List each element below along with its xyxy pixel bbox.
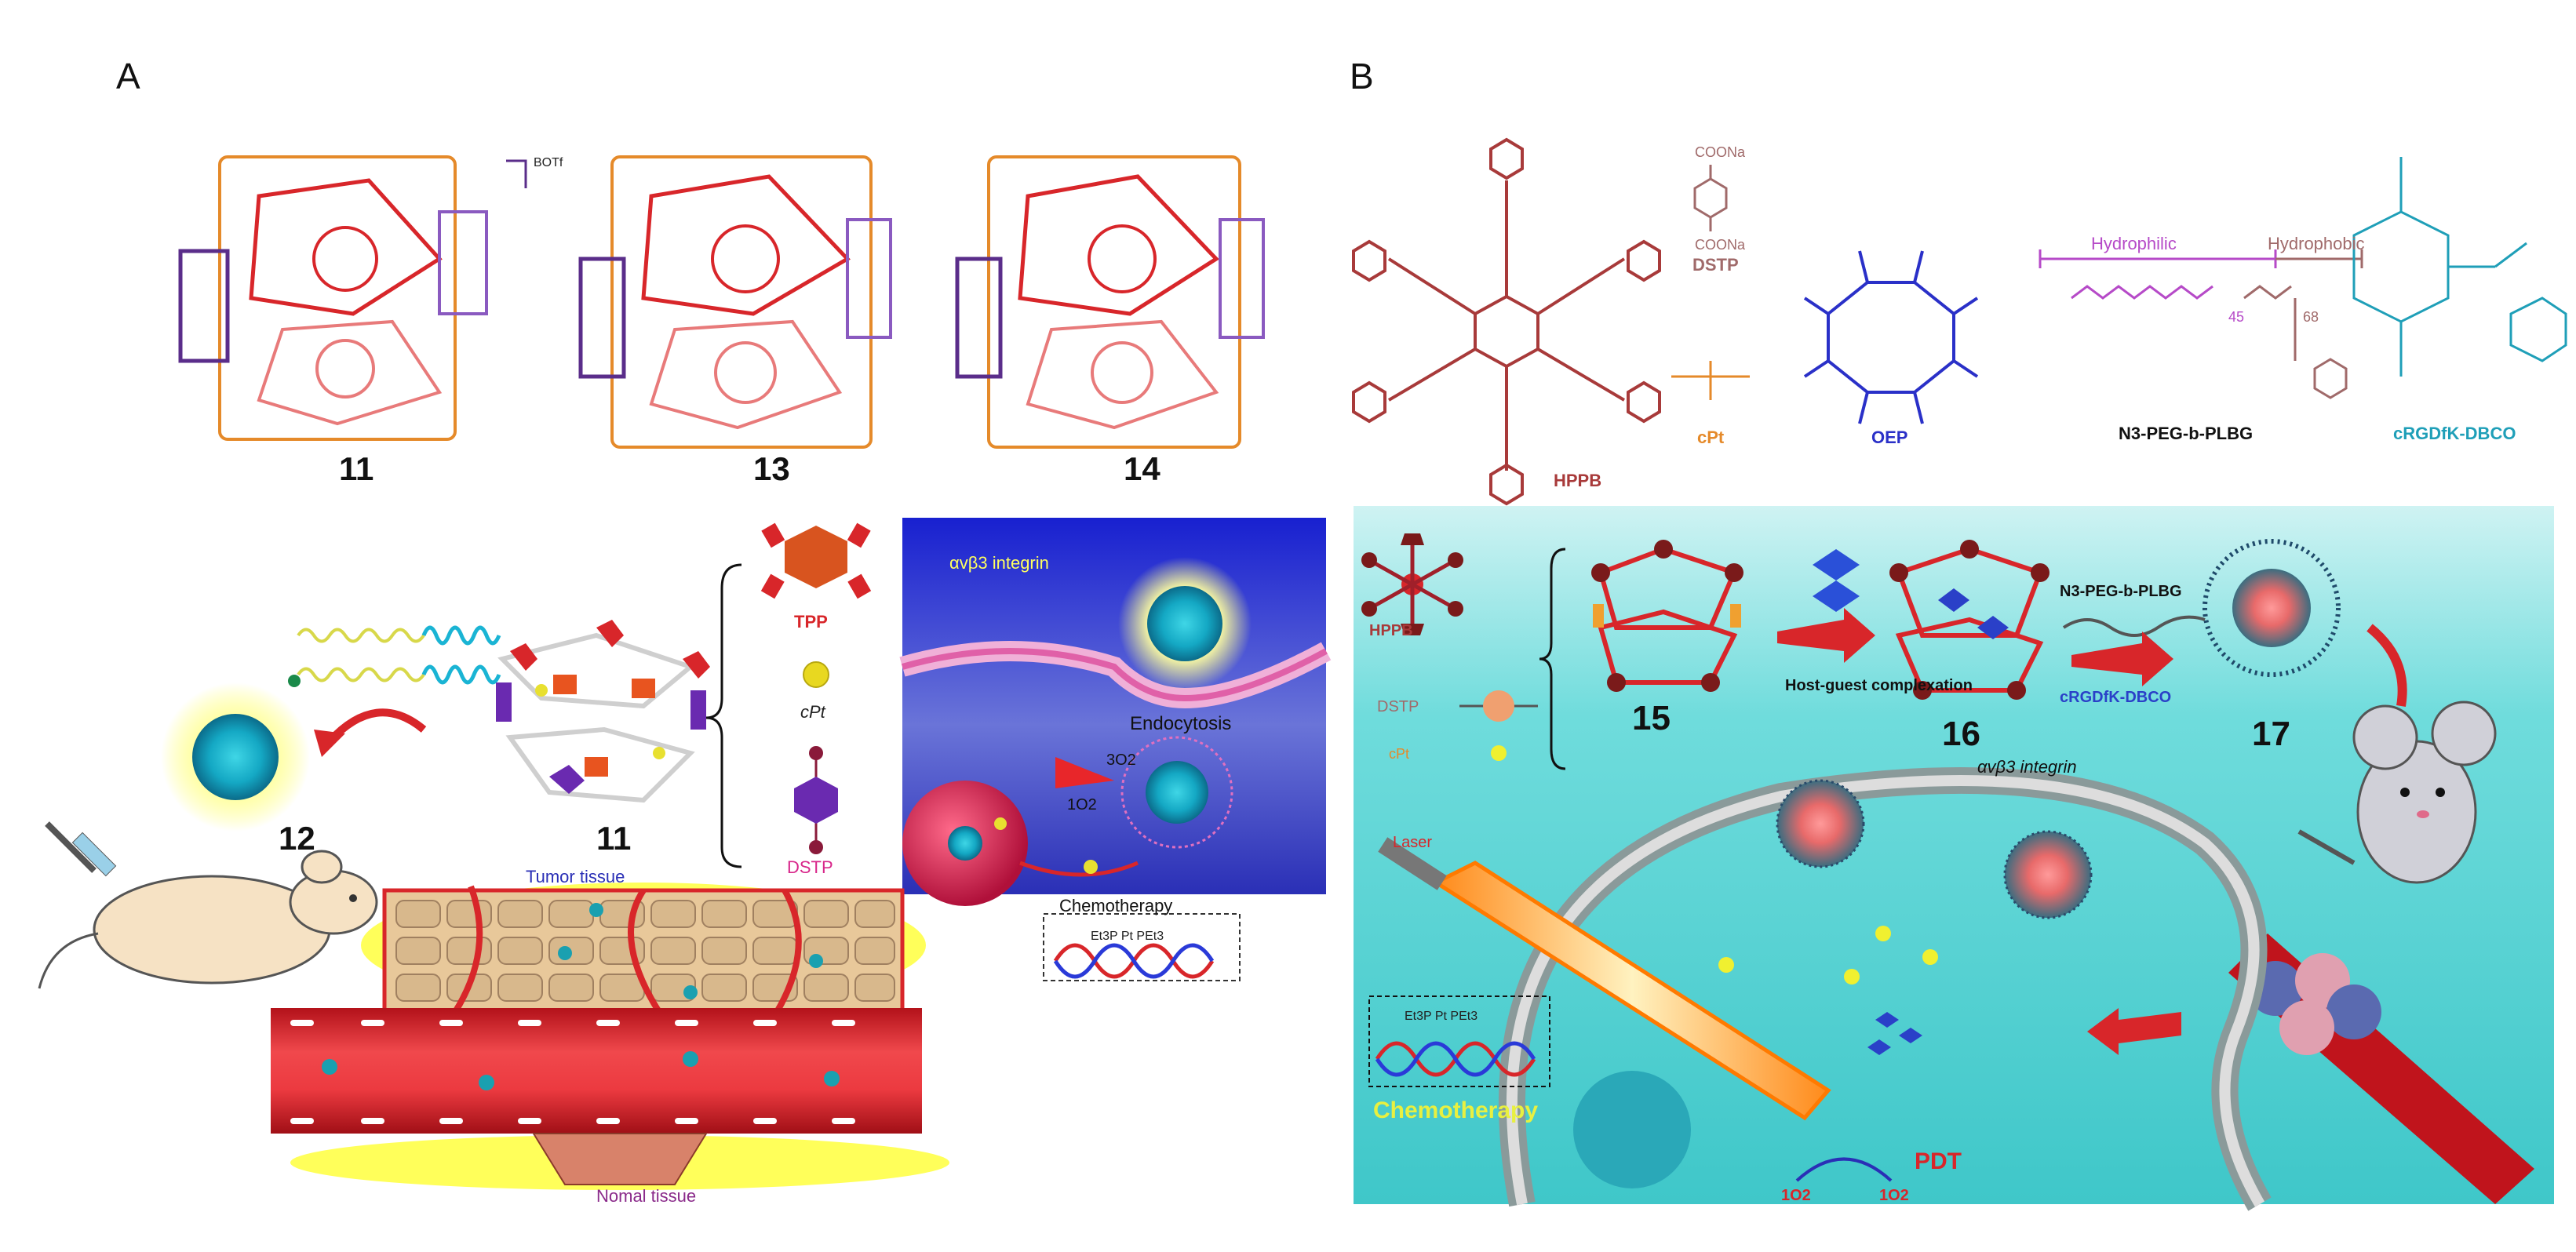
singlet-oxygen-dots (1718, 926, 1938, 1055)
panel-label-a: A (116, 56, 140, 96)
cage-15 (1591, 540, 1743, 692)
o2-triplet-label: 3O2 (1106, 752, 1136, 769)
chemotherapy-label-a: Chemotherapy (1059, 896, 1172, 915)
cpt-icon (803, 661, 829, 688)
dstp-label-a: DSTP (787, 857, 833, 877)
hppb-label: HPPB (1554, 471, 1601, 490)
nanoparticle-17 (2203, 539, 2341, 677)
singlet-o2-left: 1O2 (1781, 1187, 1811, 1204)
crgd-label: cRGDfK-DBCO (2393, 424, 2516, 443)
normal-tissue (290, 1133, 949, 1190)
legend-brace-a (705, 563, 742, 868)
compound-11-label: 11 (339, 450, 373, 487)
arrow-17-mouse (2366, 624, 2407, 707)
crgd-label-2: cRGDfK-DBCO (2060, 689, 2171, 706)
o2-singlet-label: 1O2 (1067, 796, 1097, 813)
compound-15-label: 15 (1632, 699, 1671, 737)
cpt-label-b: cPt (1697, 428, 1725, 447)
oep-guest-icon (1813, 549, 1860, 612)
nanoparticle-12 (161, 682, 310, 832)
tumor-tissue-label: Tumor tissue (526, 867, 625, 886)
cage-11-structure (178, 155, 527, 441)
cage-13-structure (578, 155, 892, 449)
tumor-tissue (361, 883, 926, 1014)
cpt-structure (1671, 361, 1750, 400)
laser-beam (1378, 837, 1831, 1121)
peg-plbg-structure (2039, 249, 2363, 399)
dstp-icon (794, 746, 838, 854)
coona-top-label: COONa (1695, 144, 1746, 160)
endocytosis-label: Endocytosis (1130, 713, 1231, 734)
pt-formula-a: Et3P Pt PEt3 (1091, 930, 1164, 943)
hppb-structure (1352, 137, 1661, 506)
pdt-arc (1795, 1157, 1893, 1182)
cage-14-structure (955, 155, 1265, 449)
arrow-head-12 (314, 730, 345, 757)
mouse-illustration-b (2297, 701, 2497, 884)
dna-chemo-box-b (1368, 995, 1550, 1087)
bott-label: BOTf (534, 156, 563, 169)
arrow-16-17 (2071, 631, 2173, 686)
legend-hppb-label: HPPB (1369, 622, 1413, 639)
coona-bottom-label: COONa (1695, 237, 1746, 253)
tpp-icon (760, 522, 872, 599)
pt-formula-b: Et3P Pt PEt3 (1405, 1010, 1477, 1023)
cage-16 (1889, 540, 2050, 700)
compound-17-label: 17 (2252, 715, 2290, 753)
host-guest-label: Host-guest complexation (1785, 677, 1973, 694)
legend-dstp-label: DSTP (1377, 698, 1419, 715)
arrow-15-16 (1777, 608, 1875, 663)
peg-subscript: 45 (2228, 309, 2244, 325)
hydrophobic-label: Hydrophobic (2268, 234, 2365, 253)
panel-label-b: B (1350, 56, 1374, 96)
legend-b-icons (1361, 533, 1566, 770)
pdt-label: PDT (1915, 1148, 1962, 1174)
crgd-structure (2352, 157, 2567, 377)
cage-11-cartoon (496, 620, 710, 803)
mouse-illustration-a (38, 821, 378, 989)
hydrophilic-label: Hydrophilic (2091, 234, 2177, 253)
cpt-label-a: cPt (800, 702, 826, 722)
peg-chain-icon (2062, 615, 2206, 637)
chemotherapy-label-b: Chemotherapy (1373, 1097, 1538, 1123)
polymer-chains (288, 625, 501, 687)
tpp-label: TPP (794, 612, 828, 631)
laser-label: Laser (1393, 834, 1432, 851)
compound-16-label: 16 (1942, 715, 1980, 753)
compound-12-label: 12 (279, 820, 315, 857)
endocytosis-panel (899, 518, 1332, 906)
integrin-label-a: αvβ3 integrin (949, 553, 1049, 573)
normal-tissue-label: Nomal tissue (596, 1186, 696, 1206)
dstp-structure (1693, 165, 1728, 231)
legend-cpt-label: cPt (1389, 746, 1409, 762)
compound-13-label: 13 (753, 450, 790, 487)
oep-label: OEP (1871, 428, 1907, 447)
compound-11b-label: 11 (596, 820, 631, 857)
panel-b-labels: HPPB COONa COONa DSTP cPt OEP Hydrophili… (1369, 144, 2516, 1204)
oep-structure (1803, 250, 1979, 424)
integrin-label-b: αvβ3 integrin (1977, 757, 2077, 777)
peg-plbg-label: N3-PEG-b-PLBG (2119, 424, 2253, 443)
dna-chemo-box-a (1043, 913, 1241, 981)
panel-a-labels: BOTf 11 13 14 12 11 TPP cPt DSTP αvβ3 in… (279, 156, 1231, 1206)
arrow-11-to-12 (326, 708, 427, 744)
peg-plbg-label-2: N3-PEG-b-PLBG (2060, 583, 2182, 600)
dstp-label-b: DSTP (1692, 255, 1739, 275)
plbg-subscript: 68 (2303, 309, 2319, 325)
internalized-nanoparticles (1573, 779, 2093, 1188)
singlet-o2-right: 1O2 (1879, 1187, 1909, 1204)
arrow-vessel-cell (2087, 1008, 2181, 1055)
compound-14-label: 14 (1124, 450, 1160, 487)
blood-vessel-a (271, 1008, 922, 1134)
